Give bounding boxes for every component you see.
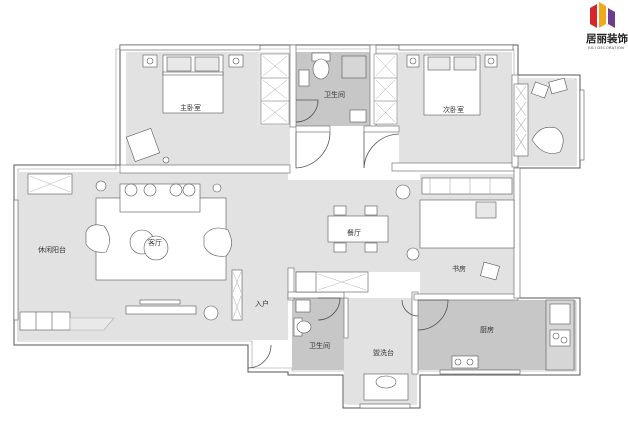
top-shower	[341, 55, 367, 79]
brand-name-en: JULI DECORATION	[587, 46, 624, 50]
brand-name-cn: 居丽装饰	[586, 32, 628, 45]
top-basin	[298, 69, 310, 87]
dining-furniture	[295, 184, 420, 293]
coffee-table-2	[143, 235, 169, 261]
brand-logo: 居丽装饰 JULI DECORATION	[586, 2, 628, 50]
balcony-bench	[19, 311, 71, 331]
balcony-chair	[531, 126, 564, 154]
second-bedroom-furniture	[406, 54, 498, 116]
bottom-bath-fixtures	[293, 299, 312, 337]
interior-walls	[119, 44, 521, 375]
room-labels: 主卧室 卫生间 次卧室 餐厅 客厅 休闲阳台 入户 书房 卫生间 盥洗台 厨房	[38, 90, 494, 357]
kitchen-fixtures	[451, 299, 575, 371]
plant-dining	[395, 184, 411, 200]
bottom-toilet	[296, 320, 312, 334]
top-toilet	[312, 58, 330, 80]
living-armchair-right	[203, 227, 232, 257]
study-bed	[421, 177, 513, 195]
study-desk	[419, 199, 515, 249]
corridor-floor	[330, 126, 364, 180]
wardrobes	[260, 53, 398, 125]
label-bathroom-bottom: 卫生间	[309, 341, 330, 350]
label-second-bedroom: 次卧室	[443, 105, 464, 114]
wash-basin	[375, 375, 397, 389]
label-washroom: 盥洗台	[373, 348, 394, 357]
label-study: 书房	[452, 264, 466, 273]
living-furniture	[19, 173, 243, 331]
study-furniture	[419, 177, 515, 281]
label-living: 客厅	[148, 238, 162, 247]
label-kitchen: 厨房	[480, 325, 494, 334]
side-balcony-furniture	[513, 77, 568, 157]
washroom-fixtures	[363, 373, 409, 401]
label-entrance: 入户	[255, 299, 269, 308]
label-leisure-balcony: 休闲阳台	[38, 245, 66, 254]
exterior-walls	[13, 44, 581, 409]
doors	[247, 99, 449, 369]
label-bathroom-top: 卫生间	[324, 90, 345, 99]
top-bath-fixtures	[298, 52, 367, 123]
entry-cabinet	[231, 269, 243, 321]
plant-living	[203, 305, 219, 321]
living-armchair-left	[85, 224, 110, 253]
label-master-bedroom: 主卧室	[180, 103, 201, 112]
master-bedroom-furniture	[125, 54, 244, 164]
tv-cabinet	[125, 305, 197, 315]
logo-mark	[590, 4, 597, 28]
dining-table	[327, 215, 389, 243]
master-armchair	[125, 127, 161, 163]
windows	[13, 44, 585, 409]
label-dining: 餐厅	[347, 228, 361, 237]
